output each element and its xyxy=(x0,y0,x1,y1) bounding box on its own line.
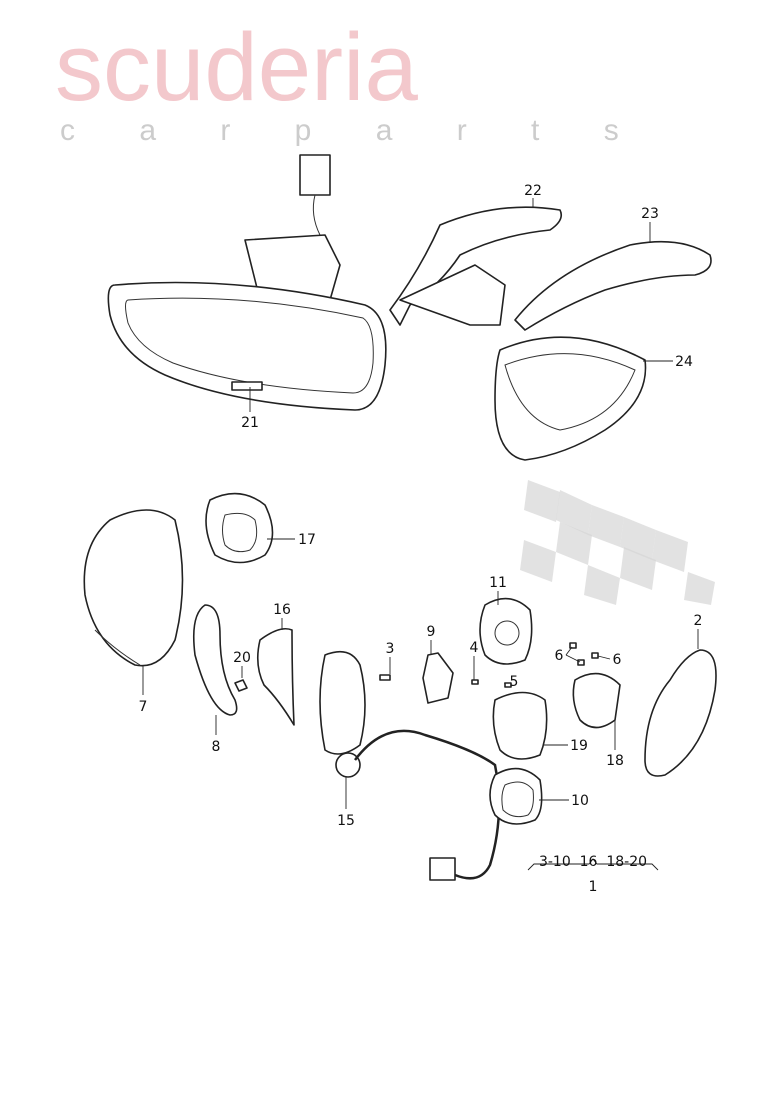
part-2-mirror-glass xyxy=(644,649,717,777)
part-19-housing xyxy=(492,691,548,760)
callout-20: 20 xyxy=(233,650,251,666)
callout-5: 5 xyxy=(510,674,519,690)
callout-15: 15 xyxy=(337,813,355,829)
callout-labels: 22 23 24 21 17 7 8 16 20 3 9 4 5 11 6 6 … xyxy=(139,183,703,895)
part-3-screw xyxy=(379,674,391,681)
callout-6-left: 6 xyxy=(555,648,564,664)
part-10-gasket xyxy=(489,767,543,825)
callout-6-right: 6 xyxy=(613,652,622,668)
part-17-ring xyxy=(205,492,274,564)
assembly-note: 3-10 16 18-20 xyxy=(539,854,647,870)
callout-9: 9 xyxy=(427,624,436,640)
part-15-bracket-cable xyxy=(319,650,501,881)
callout-23: 23 xyxy=(641,206,659,222)
watermark-sub: c a r p a r t s xyxy=(60,114,647,147)
part-16-cover xyxy=(256,627,295,726)
part-4-screw xyxy=(471,679,479,685)
callout-19: 19 xyxy=(570,738,588,754)
part-24-housing xyxy=(494,336,647,461)
watermark: scuderia c a r p a r t s xyxy=(55,14,647,147)
assembly-bracket xyxy=(527,858,659,871)
part-5-screw xyxy=(504,682,512,688)
part-22-cover xyxy=(389,206,563,326)
callout-2: 2 xyxy=(694,613,703,629)
callout-11: 11 xyxy=(489,575,507,591)
part-21-interior-mirror xyxy=(107,154,387,411)
callout-16: 16 xyxy=(273,602,291,618)
callout-18: 18 xyxy=(606,753,624,769)
part-9-motor xyxy=(422,652,454,704)
callout-22: 22 xyxy=(524,183,542,199)
part-18-motor xyxy=(572,672,621,729)
callout-8: 8 xyxy=(212,739,221,755)
checkered-flag-logo xyxy=(520,480,715,605)
callout-10: 10 xyxy=(571,793,589,809)
callout-21: 21 xyxy=(241,415,259,431)
watermark-brand: scuderia xyxy=(55,14,418,121)
leader-lines xyxy=(142,198,699,871)
part-7-mirror-cap xyxy=(83,509,184,667)
part-23-cover xyxy=(514,240,712,331)
callout-17: 17 xyxy=(298,532,316,548)
part-11-cover xyxy=(479,597,533,665)
callout-24: 24 xyxy=(675,354,693,370)
callout-4: 4 xyxy=(470,640,479,656)
callout-3: 3 xyxy=(386,641,395,657)
part-20-clip xyxy=(234,679,248,692)
part-6-screws xyxy=(569,642,599,666)
callout-1: 1 xyxy=(589,879,598,895)
part-8-indicator xyxy=(192,604,238,716)
callout-7: 7 xyxy=(139,699,148,715)
